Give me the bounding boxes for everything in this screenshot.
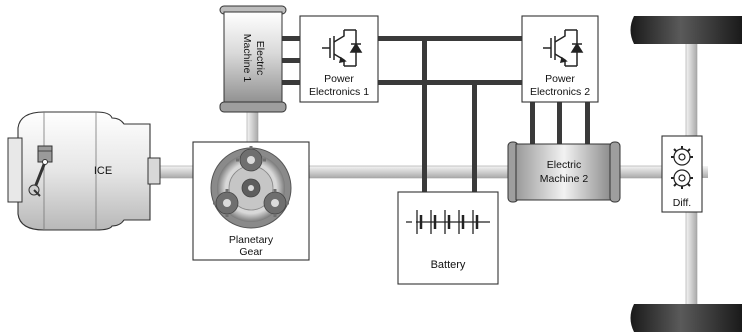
diff-output-shaft (700, 166, 708, 178)
em2-phase-3 (585, 100, 590, 144)
ice-left-plate (7, 137, 23, 203)
pe1-label-line-1: Power (324, 73, 354, 85)
ice-body (17, 111, 151, 231)
pe1-label-line-2: Electronics 1 (309, 86, 369, 98)
em2-label-line-1: Electric (547, 159, 581, 171)
em1-phase-3 (276, 80, 300, 85)
igbt-icon (322, 29, 363, 67)
planetary-gear: Planetary Gear (192, 141, 310, 261)
em1-phase-2 (276, 58, 300, 63)
piston-icon (28, 145, 53, 197)
electric-machine-2: Electric Machine 2 (507, 141, 621, 203)
em2-label-line-2: Machine 2 (540, 173, 589, 185)
em1-shaft (246, 109, 259, 143)
planetary-label-line-1: Planetary (229, 234, 274, 246)
wheels (630, 16, 742, 332)
battery-lead-2 (472, 80, 477, 192)
battery-box (397, 191, 499, 285)
power-electronics-1: Power Electronics 1 (299, 15, 379, 103)
pe2-label-line-2: Electronics 2 (530, 86, 590, 98)
em1-bottom-cap (219, 101, 287, 113)
ice-label: ICE (94, 165, 112, 177)
wheel-bottom (630, 304, 742, 332)
differential: Diff. (661, 135, 703, 213)
bus-top (378, 36, 522, 41)
battery-cells-icon (406, 208, 490, 236)
electric-machine-1: Electric Machine 1 (219, 5, 287, 113)
ice-output-flange (147, 157, 161, 185)
wheel-top (630, 16, 742, 44)
em2-body (515, 143, 613, 201)
em1-phase-1 (276, 36, 300, 41)
power-electronics-2: Power Electronics 2 (521, 15, 599, 103)
bus-bottom (378, 80, 522, 85)
ice-engine: ICE (7, 111, 161, 231)
em1-label-line-1: Electric (254, 41, 266, 75)
planetary-label-line-2: Gear (239, 246, 263, 258)
battery: Battery (397, 191, 499, 285)
em2-right-cap (609, 141, 621, 203)
em1-label-line-2: Machine 1 (241, 34, 253, 83)
dc-bus (276, 36, 590, 192)
em1-body (223, 11, 283, 105)
igbt-icon (543, 29, 584, 67)
diff-label: Diff. (673, 197, 691, 209)
pe2-box (521, 15, 599, 103)
pe2-label-line-1: Power (545, 73, 575, 85)
em2-phase-2 (557, 100, 562, 144)
battery-lead-1 (422, 36, 427, 192)
em2-phase-1 (530, 100, 535, 144)
pe1-box (299, 15, 379, 103)
battery-label: Battery (431, 259, 466, 271)
